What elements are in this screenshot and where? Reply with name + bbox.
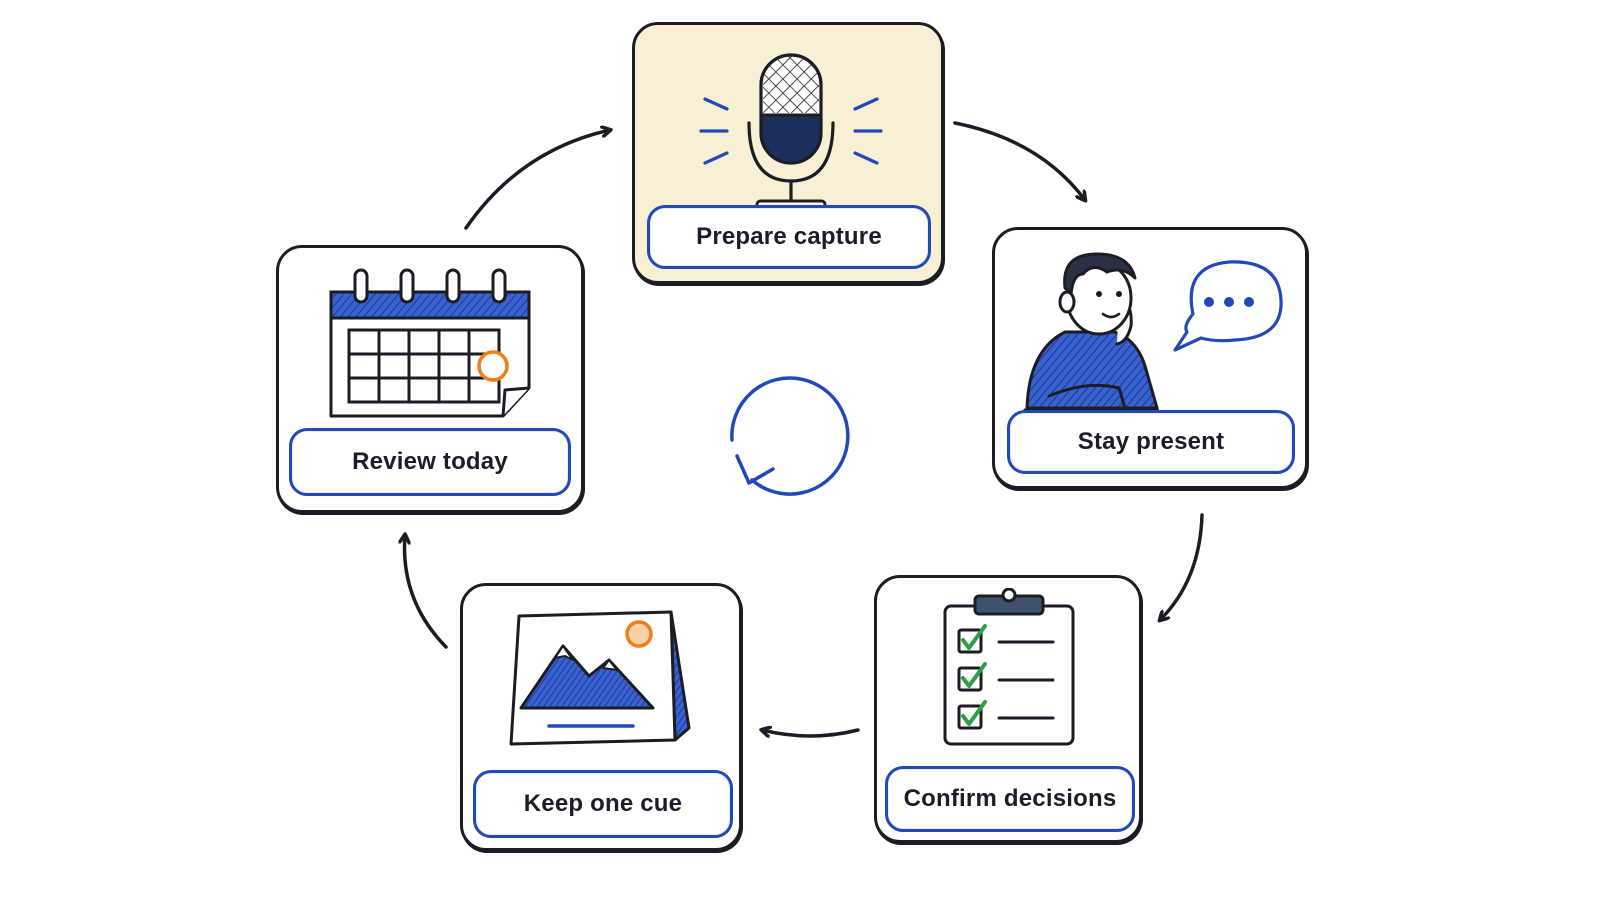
arrow-confirm-to-keep [762, 730, 860, 736]
step-label-box: Stay present [1007, 410, 1295, 474]
step-label-box: Confirm decisions [885, 766, 1135, 832]
step-label-box: Keep one cue [473, 770, 733, 838]
checklist-clipboard-icon [943, 588, 1075, 746]
step-card-prepare-capture: Prepare capture [632, 22, 944, 284]
step-card-keep-one-cue: Keep one cue [460, 583, 742, 851]
person-speech-icon [1023, 252, 1283, 412]
step-label-prepare-capture: Prepare capture [696, 223, 882, 250]
step-label-box: Prepare capture [647, 205, 931, 269]
landscape-card-icon [509, 610, 691, 746]
step-label-box: Review today [289, 428, 571, 496]
step-label-review-today: Review today [352, 448, 508, 475]
step-card-confirm-decisions: Confirm decisions [874, 575, 1142, 843]
step-label-stay-present: Stay present [1077, 428, 1225, 455]
arrow-stay-to-confirm [1160, 513, 1204, 620]
arrow-keep-to-review [405, 535, 448, 649]
calendar-icon [329, 268, 531, 418]
cycle-refresh-icon [730, 376, 850, 496]
step-label-keep-one-cue: Keep one cue [523, 790, 683, 817]
step-card-stay-present: Stay present [992, 227, 1308, 489]
step-card-review-today: Review today [276, 245, 584, 513]
arrow-review-to-prepare [464, 130, 610, 230]
microphone-icon [699, 53, 883, 210]
arrow-prepare-to-stay [953, 121, 1085, 200]
step-label-confirm-decisions: Confirm decisions [903, 785, 1117, 812]
